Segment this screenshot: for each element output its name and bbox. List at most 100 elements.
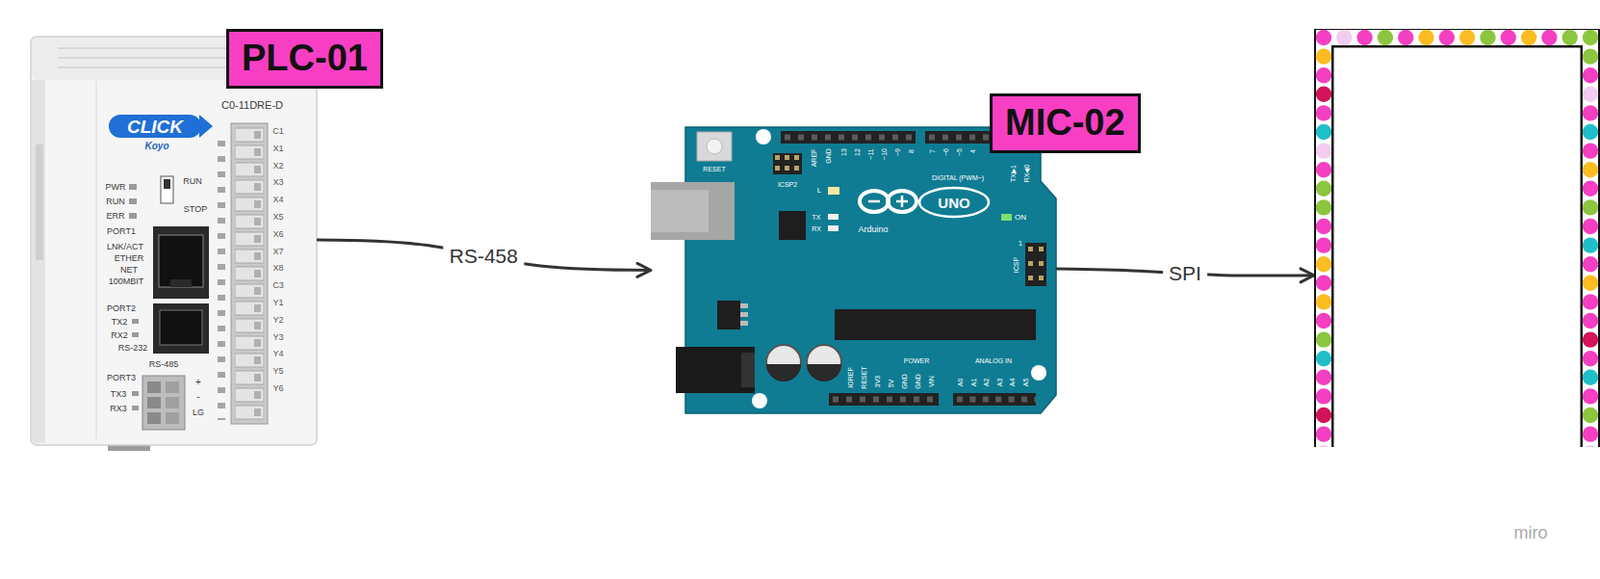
plc-illustration: [217, 140, 226, 420]
arduino-illustration: [741, 352, 755, 388]
led-dot: [1582, 293, 1599, 310]
arduino-illustration: [1031, 364, 1047, 381]
arduino-illustration: [780, 130, 916, 144]
board-marking: ICSP2: [777, 180, 798, 188]
plc-illustration: [199, 114, 213, 138]
plc-marking: RUN: [182, 177, 203, 186]
board-marking: POWER: [903, 357, 930, 364]
plc-marking: Y2: [272, 314, 284, 324]
led-dot: [1397, 29, 1414, 46]
led-dot: [1316, 387, 1332, 404]
plc-marking: Y1: [272, 298, 284, 308]
plc-marking: C1: [272, 127, 284, 136]
plc-marking: ERR: [105, 211, 125, 221]
board-marking: RESET: [860, 365, 868, 388]
led-dot: [1582, 331, 1599, 347]
board-marking: 7: [929, 149, 936, 154]
board-marking: ON: [1014, 213, 1027, 222]
plc-marking: X8: [272, 263, 284, 273]
board-marking: ~6: [942, 148, 950, 156]
plc-illustration: [147, 412, 161, 424]
plc-illustration: [153, 303, 209, 354]
led-dot: [1418, 29, 1434, 46]
plc-marking: 100MBIT: [108, 277, 145, 286]
led-dot: [1316, 425, 1332, 441]
arduino-illustration: [740, 311, 749, 317]
led-dot: [1582, 312, 1599, 329]
board-marking: RESET: [702, 165, 725, 173]
arduino-illustration: [828, 392, 939, 406]
plc-marking: Y3: [272, 332, 284, 341]
arduino-illustration: [650, 189, 709, 233]
arduino-illustration: [706, 138, 723, 155]
plc-marking: PORT2: [106, 304, 136, 313]
led-dot: [1316, 67, 1332, 83]
board-marking: GND: [901, 373, 908, 389]
led-dot: [1582, 425, 1599, 441]
led-dot: [1582, 444, 1599, 447]
led-dot: [1582, 180, 1599, 197]
edge-label: RS-458: [443, 243, 524, 268]
arduino-illustration: [740, 320, 749, 326]
led-dot: [1316, 29, 1332, 46]
plc-illustration: [147, 381, 161, 393]
plc-marking: -: [196, 391, 200, 402]
plc-illustration: [131, 390, 139, 396]
plc-marking: RX2: [110, 331, 129, 340]
plc-marking: Koyo: [145, 141, 170, 152]
arduino-illustration: [827, 186, 840, 195]
board-marking: 8: [907, 149, 915, 154]
led-dot: [1316, 104, 1332, 121]
led-dot: [1316, 199, 1332, 215]
plc-illustration: [31, 79, 46, 443]
led-dot: [1316, 180, 1332, 197]
board-marking: 4: [969, 149, 977, 154]
led-dot: [1582, 369, 1599, 386]
board-marking: ~9: [894, 148, 902, 156]
led-dot: [1316, 124, 1332, 140]
arduino-illustration: [780, 130, 916, 144]
plc-illustration: [129, 183, 137, 190]
plc-illustration: [163, 179, 171, 189]
led-dot: [1582, 350, 1599, 366]
plc-illustration: [147, 396, 161, 409]
led-dot: [1582, 86, 1599, 103]
board-marking: 12: [853, 148, 861, 156]
led-dot: [1582, 275, 1599, 291]
plc-marking: +: [195, 377, 202, 388]
plc-illustration: [160, 176, 174, 204]
led-dot: [1582, 124, 1599, 140]
plc-marking: LG: [192, 408, 205, 417]
arduino-illustration: [751, 392, 768, 409]
device-tag: PLC-01: [226, 28, 384, 89]
led-dot: [1316, 350, 1332, 366]
plc-marking: X2: [272, 160, 284, 170]
board-marking: Arduino: [857, 225, 888, 234]
arduino-illustration: [755, 129, 772, 145]
arduino-illustration: [834, 309, 1036, 340]
led-dot: [1316, 218, 1332, 234]
plc-marking: C3: [272, 281, 284, 290]
plc-marking: RS-485: [149, 360, 180, 369]
plc-marking: X6: [272, 229, 284, 238]
arduino-illustration: [740, 303, 749, 309]
led-dot: [1316, 48, 1332, 64]
led-dot: [1316, 369, 1332, 386]
board-marking: ~5: [955, 148, 963, 156]
board-marking: 1: [1018, 239, 1023, 247]
plc-illustration: [231, 123, 268, 424]
led-dot: [1316, 407, 1332, 423]
board-marking: GND: [914, 373, 922, 389]
board-marking: A2: [982, 378, 990, 388]
arduino-illustration: [1025, 242, 1047, 286]
led-strip-outline: [1314, 28, 1600, 447]
led-dot: [1336, 29, 1352, 46]
arduino-illustration: [778, 210, 806, 240]
led-dot: [1316, 275, 1332, 291]
strip-band: [1323, 37, 1591, 447]
led-dot: [1316, 86, 1332, 103]
board-marking: 13: [840, 148, 848, 156]
strip-band: [1323, 37, 1591, 447]
led-dot: [1316, 444, 1332, 447]
